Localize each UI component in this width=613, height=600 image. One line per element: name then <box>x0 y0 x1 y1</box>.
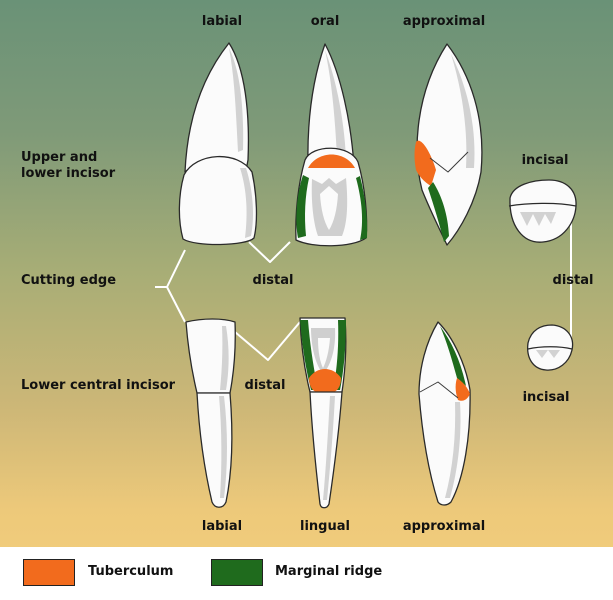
label-incisal-top: incisal <box>521 153 569 168</box>
tooth-lower-incisal <box>527 324 574 371</box>
label-bottom-labial: labial <box>201 519 243 534</box>
label-incisal-bottom: incisal <box>522 390 570 405</box>
tooth-upper-labial <box>178 42 258 246</box>
tooth-upper-approximal <box>414 43 483 246</box>
legend-label-marginal-ridge: Marginal ridge <box>275 564 383 579</box>
label-lower-incisor: lower incisor <box>21 166 116 181</box>
tooth-lower-approximal <box>418 321 471 506</box>
label-distal-right: distal <box>552 273 594 288</box>
label-lower-central-incisor: Lower central incisor <box>21 378 176 393</box>
label-top-oral: oral <box>310 14 340 29</box>
tooth-upper-oral <box>295 43 368 247</box>
legend: Tuberculum Marginal ridge <box>0 547 613 600</box>
connector-lines <box>155 206 572 361</box>
label-top-labial: labial <box>201 14 243 29</box>
label-distal-middle: distal <box>252 273 294 288</box>
legend-label-tuberculum: Tuberculum <box>88 564 174 579</box>
tooth-upper-incisal <box>508 179 577 243</box>
label-distal-lower: distal <box>244 378 286 393</box>
label-upper-and: Upper and <box>21 150 98 165</box>
label-cutting-edge: Cutting edge <box>21 273 117 288</box>
tooth-lower-labial <box>185 318 236 508</box>
label-top-approximal: approximal <box>402 14 486 29</box>
label-bottom-approximal: approximal <box>402 519 486 534</box>
legend-swatch-tuberculum <box>23 559 75 586</box>
tooth-lower-lingual <box>299 317 347 509</box>
legend-swatch-marginal-ridge <box>211 559 263 586</box>
label-bottom-lingual: lingual <box>300 519 350 534</box>
